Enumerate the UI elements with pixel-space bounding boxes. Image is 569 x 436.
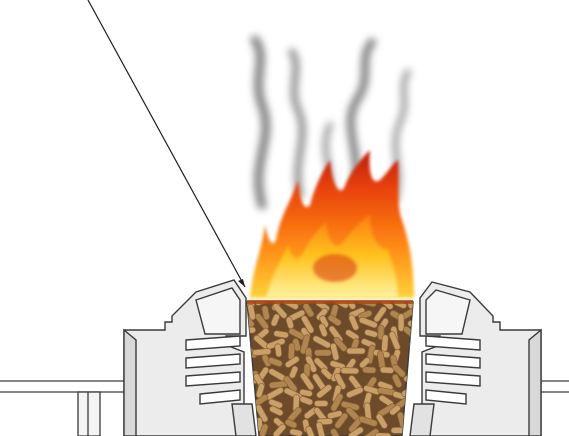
pellet: [252, 348, 271, 356]
right-housing: [410, 282, 541, 436]
pellet: [314, 401, 328, 407]
pellet: [362, 367, 376, 374]
pellet: [347, 348, 366, 354]
pellet: [314, 350, 331, 356]
pellet: [408, 353, 423, 371]
pellet: [381, 335, 388, 352]
pointer-line: [88, 0, 245, 287]
pellet: [375, 433, 391, 436]
pointer-arrowhead: [238, 279, 245, 287]
left-housing: [124, 280, 256, 436]
pellet-bed: [238, 291, 425, 436]
pellet: [275, 343, 283, 357]
pellet: [408, 361, 417, 379]
pellet: [391, 427, 408, 433]
pellet: [341, 367, 359, 374]
